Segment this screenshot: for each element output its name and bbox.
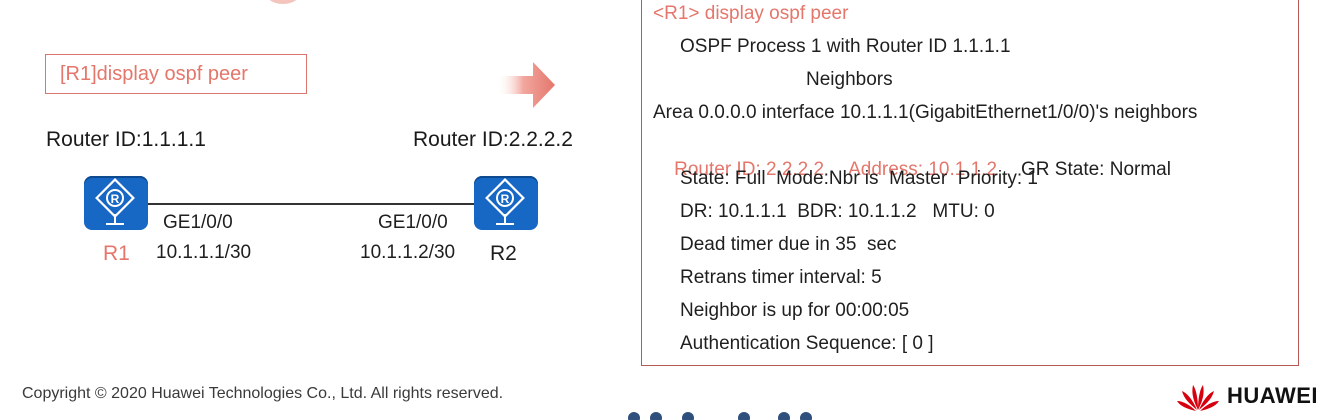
output-auth-seq: Authentication Sequence: [ 0 ] (680, 333, 934, 354)
output-neighbors-heading: Neighbors (806, 69, 893, 90)
output-peer-address: Address: 10.1.1.2 (848, 159, 998, 180)
output-retrans-timer: Retrans timer interval: 5 (680, 267, 882, 288)
r1-name: R1 (103, 242, 130, 265)
r2-router-id: Router ID:2.2.2.2 (413, 128, 573, 151)
copyright-text: Copyright © 2020 Huawei Technologies Co.… (22, 385, 504, 402)
r2-name: R2 (490, 242, 517, 265)
huawei-brand-text: HUAWEI (1227, 383, 1318, 408)
right-arrow-icon (497, 62, 555, 108)
r1-interface-label: GE1/0/0 (163, 212, 233, 233)
cropped-bottom-text (628, 410, 818, 420)
output-neighbor-up: Neighbor is up for 00:00:05 (680, 300, 910, 321)
r2-router-icon[interactable]: R (474, 176, 538, 230)
r2-interface-label: GE1/0/0 (378, 212, 448, 233)
r1-router-id: Router ID:1.1.1.1 (46, 128, 206, 151)
decorative-blob (262, 0, 304, 4)
command-box: [R1]display ospf peer (45, 54, 307, 94)
output-peer-router-id: Router ID: 2.2.2.2 (674, 159, 825, 180)
huawei-logo: HUAWEI (1175, 378, 1318, 414)
svg-text:R: R (111, 192, 120, 206)
command-output-panel: <R1> display ospf peer OSPF Process 1 wi… (641, 0, 1299, 366)
output-gr-state: GR State: Normal (1021, 159, 1171, 180)
output-process-line: OSPF Process 1 with Router ID 1.1.1.1 (680, 36, 1011, 57)
output-dead-timer: Dead timer due in 35 sec (680, 234, 897, 255)
output-peer-line: Router ID: 2.2.2.2 Address: 10.1.1.2 GR St… (653, 134, 1171, 206)
output-dr-line: DR: 10.1.1.1 BDR: 10.1.1.2 MTU: 0 (680, 201, 995, 222)
command-text: [R1]display ospf peer (60, 62, 248, 85)
output-prompt: <R1> display ospf peer (653, 3, 849, 24)
output-state-line: State: Full Mode:Nbr is Master Priority:… (680, 168, 1038, 189)
r1-ip-label: 10.1.1.1/30 (156, 242, 252, 263)
svg-text:R: R (501, 192, 510, 206)
huawei-flower-icon (1177, 385, 1219, 411)
link-line (148, 203, 475, 205)
output-area-line: Area 0.0.0.0 interface 10.1.1.1(GigabitE… (653, 102, 1198, 123)
r1-router-icon[interactable]: R (84, 176, 148, 230)
r2-ip-label: 10.1.1.2/30 (360, 242, 456, 263)
